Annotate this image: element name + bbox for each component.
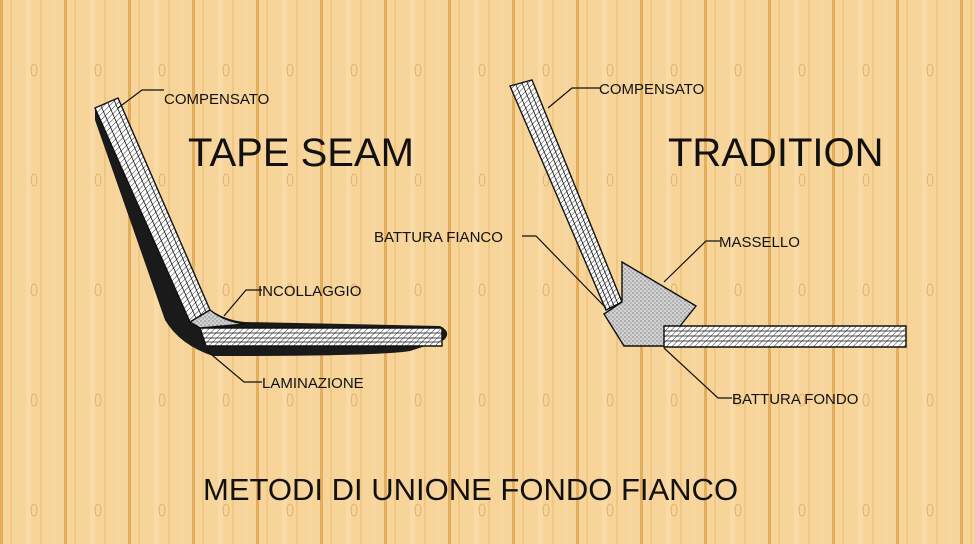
caption: METODI DI UNIONE FONDO FIANCO: [203, 472, 738, 507]
title-tradition: TRADITION: [668, 131, 884, 175]
label-compensato-left: COMPENSATO: [164, 91, 269, 108]
bottom-plywood: [199, 327, 443, 347]
tape-seam-section: COMPENSATO INCOLLAGGIO LAMINAZIONE TAPE …: [94, 89, 448, 392]
bottom-plywood-right: [663, 325, 907, 348]
label-battura-fondo: BATTURA FONDO: [732, 391, 858, 408]
massello-block: [603, 260, 698, 347]
leader-incollaggio: [223, 289, 262, 317]
leader-massello: [663, 240, 720, 283]
label-battura-fianco: BATTURA FIANCO: [374, 229, 503, 246]
leader-battura-fondo: [663, 347, 732, 399]
label-massello: MASSELLO: [719, 234, 800, 251]
label-compensato-right: COMPENSATO: [599, 81, 704, 98]
side-plywood-right: [509, 79, 623, 311]
label-laminazione: LAMINAZIONE: [262, 375, 364, 392]
glue-fillet: [188, 309, 247, 329]
leader-compensato-left: [117, 89, 164, 109]
title-tape-seam: TAPE SEAM: [188, 131, 414, 175]
tradition-section: COMPENSATO BATTURA FIANCO MASSELLO BATTU…: [374, 79, 907, 408]
label-incollaggio: INCOLLAGGIO: [258, 283, 361, 300]
leader-compensato-right: [547, 87, 600, 109]
leader-battura-fianco: [522, 235, 607, 309]
leader-laminazione: [205, 349, 262, 383]
